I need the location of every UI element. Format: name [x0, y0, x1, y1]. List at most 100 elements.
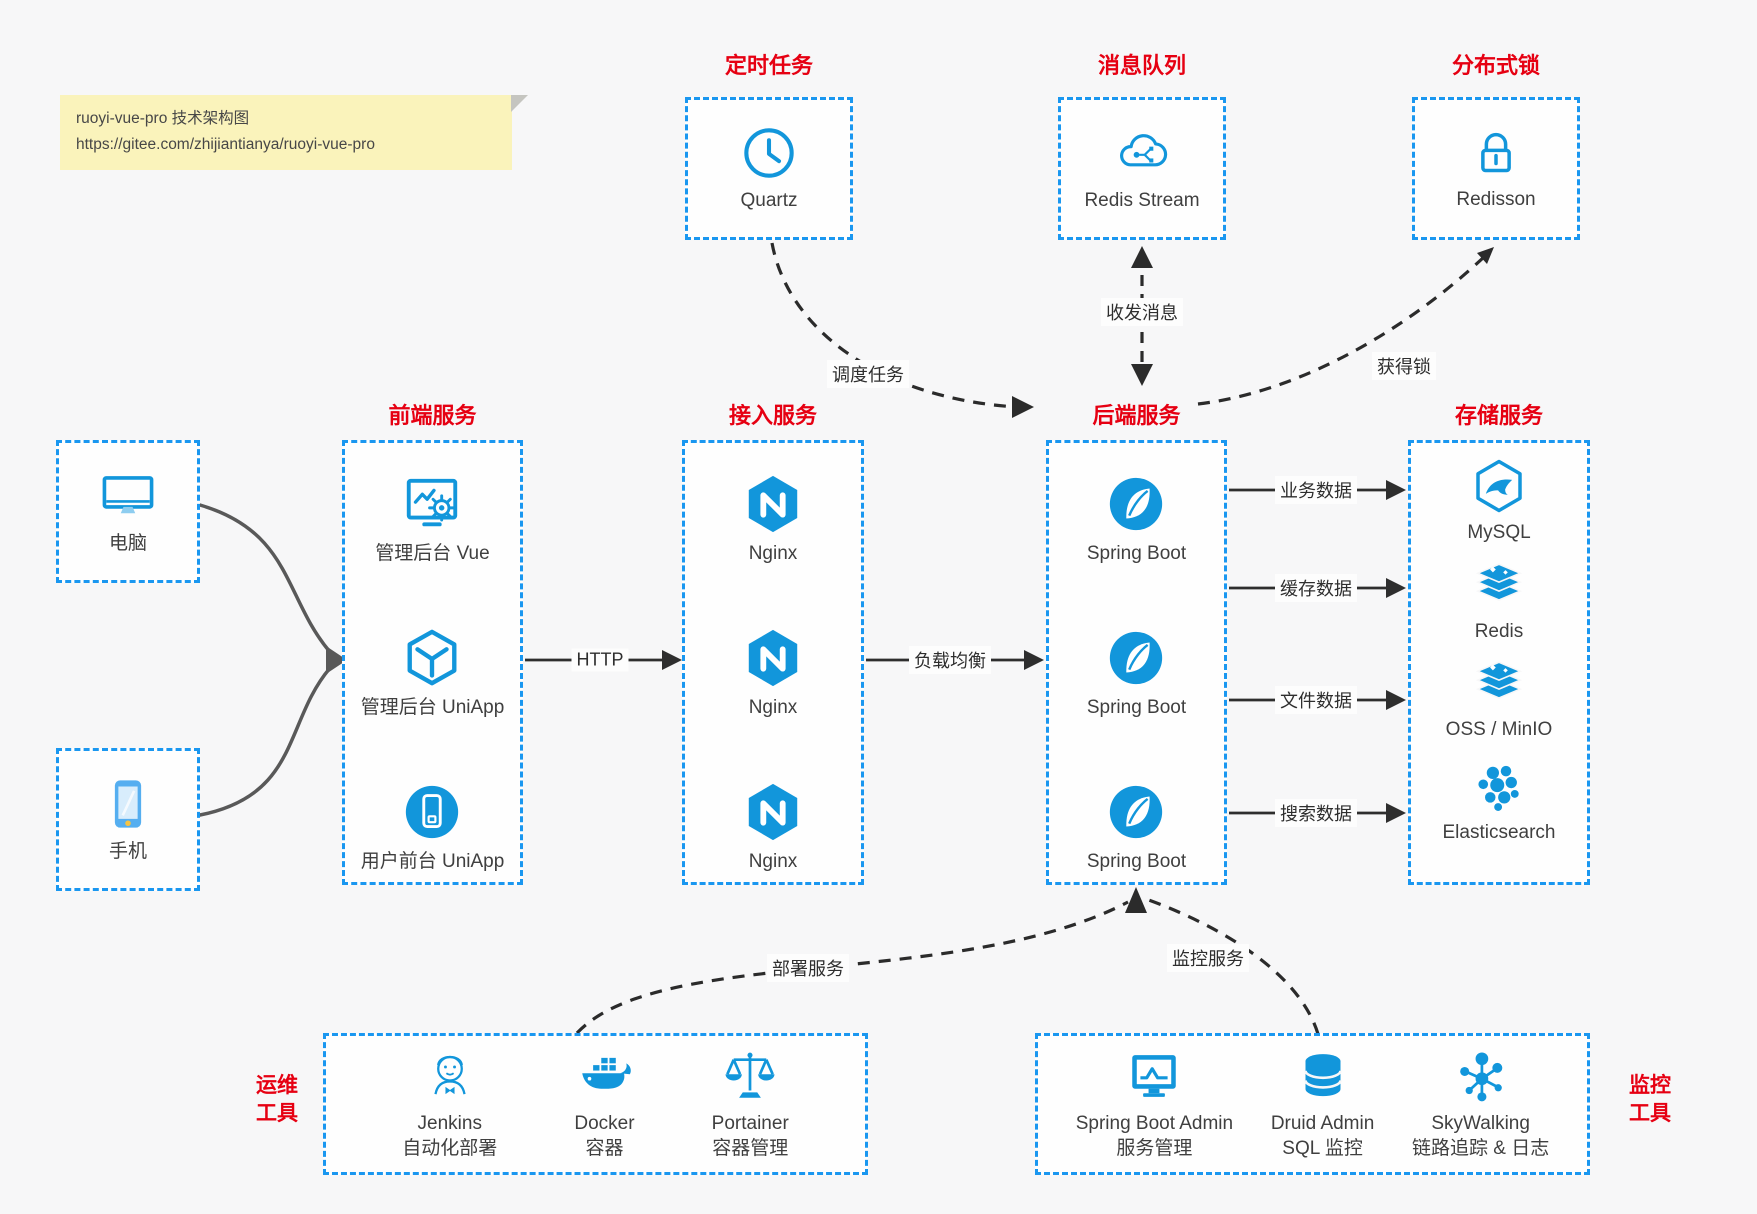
jenkins-desc: 自动化部署 — [402, 1138, 498, 1159]
redis-stream-cloud-icon — [1120, 134, 1168, 167]
user-uniapp-phone-circle-icon — [406, 785, 459, 839]
ops-label-line2: 工具 — [256, 1102, 298, 1126]
admin-uniapp-cube-icon — [408, 629, 457, 686]
scheduler-item: Quartz — [740, 124, 798, 213]
sba-name: Spring Boot Admin — [1075, 1112, 1234, 1134]
redis-stream-label: Redis Stream — [1084, 189, 1200, 211]
edge-label-monitor: 监控服务 — [1167, 944, 1249, 972]
nginx-label: Nginx — [748, 543, 798, 564]
storage-item-oss: OSS / MinIO — [1445, 659, 1553, 742]
druid-name: Druid Admin — [1270, 1112, 1375, 1134]
frontend-title: 前端服务 — [388, 403, 477, 428]
smartphone-icon — [114, 780, 142, 828]
druid-desc: SQL 监控 — [1282, 1138, 1363, 1159]
scheduler-title: 定时任务 — [724, 53, 813, 78]
mysql-label: MySQL — [1467, 522, 1531, 544]
monitoring-label-line2: 工具 — [1629, 1102, 1671, 1126]
monitoring-item-druid: Druid Admin SQL 监控 — [1271, 1047, 1375, 1161]
arrow-pc-to-frontend — [198, 503, 332, 817]
spring-boot-label: Spring Boot — [1086, 850, 1187, 872]
backend-box: Spring Boot Spring Boot Spring Boot — [1046, 440, 1227, 885]
skywalking-desc: 链路追踪 & 日志 — [1412, 1138, 1550, 1159]
storage-box: MySQL Redis — [1408, 440, 1590, 885]
druid-label: Druid Admin SQL 监控 — [1271, 1111, 1375, 1161]
user-uniapp-label: 用户前台 UniApp — [360, 850, 505, 872]
mq-title: 消息队列 — [1097, 53, 1186, 78]
storage-item-elasticsearch: Elasticsearch — [1443, 758, 1556, 845]
pc-label: 电脑 — [108, 532, 147, 554]
nginx-icon — [748, 629, 798, 687]
storage-title: 存储服务 — [1454, 403, 1543, 428]
quartz-label: Quartz — [740, 189, 798, 211]
storage-item-redis: Redis — [1471, 561, 1527, 644]
backend-item-springboot-3: Spring Boot — [1087, 781, 1186, 874]
spring-boot-icon — [1110, 477, 1163, 531]
portainer-scales-icon — [725, 1052, 775, 1098]
mobile-client-box: 手机 — [56, 748, 200, 891]
elasticsearch-label: Elasticsearch — [1442, 821, 1556, 843]
edge-label-acquire-lock: 获得锁 — [1372, 352, 1436, 380]
storage-item-mysql: MySQL — [1467, 458, 1531, 545]
redisson-lock-icon — [1481, 132, 1511, 173]
docker-label: Docker 容器 — [574, 1111, 634, 1161]
portainer-label: Portainer 容器管理 — [712, 1111, 789, 1161]
gateway-item-nginx-3: Nginx — [742, 781, 804, 874]
ops-tools-box: Jenkins 自动化部署 Docker 容器 — [323, 1033, 868, 1175]
spring-boot-label: Spring Boot — [1086, 543, 1187, 564]
note-url: https://gitee.com/zhijiantianya/ruoyi-vu… — [76, 136, 375, 154]
arrow-monitor — [1145, 897, 1320, 1035]
mobile-client-item: 手机 — [100, 775, 156, 864]
ops-item-docker: Docker 容器 — [573, 1047, 635, 1161]
gateway-item-nginx-1: Nginx — [742, 473, 804, 566]
pc-client-item: 电脑 — [97, 467, 159, 556]
backend-item-springboot-1: Spring Boot — [1087, 473, 1186, 566]
spring-boot-icon — [1110, 785, 1163, 839]
edge-label-message: 收发消息 — [1101, 298, 1183, 326]
mq-box: Redis Stream — [1058, 97, 1226, 240]
lock-box: Redisson — [1412, 97, 1580, 240]
note-title: ruoyi-vue-pro 技术架构图 — [76, 110, 250, 127]
admin-uniapp-label: 管理后台 UniApp — [360, 696, 505, 718]
druid-database-icon — [1303, 1054, 1342, 1097]
nginx-label: Nginx — [748, 696, 798, 718]
skywalking-topology-icon — [1459, 1052, 1502, 1102]
skywalking-label: SkyWalking 链路追踪 & 日志 — [1412, 1111, 1549, 1161]
edge-label-http: HTTP — [571, 648, 629, 672]
frontend-item-admin-vue: 管理后台 Vue — [375, 473, 490, 566]
oss-minio-label: OSS / MinIO — [1445, 719, 1553, 741]
gateway-box: Nginx Nginx Nginx — [682, 440, 864, 885]
arrow-schedule-task — [770, 242, 1034, 418]
monitoring-tools-box: Spring Boot Admin 服务管理 Druid Admin SQL 监… — [1035, 1033, 1590, 1175]
edge-label-file-data: 文件数据 — [1275, 686, 1357, 714]
frontend-item-admin-uniapp: 管理后台 UniApp — [360, 627, 505, 720]
monitoring-item-sba: Spring Boot Admin 服务管理 — [1076, 1047, 1233, 1161]
redis-stack-icon — [1475, 563, 1523, 601]
sba-label: Spring Boot Admin 服务管理 — [1076, 1111, 1233, 1161]
admin-vue-label: 管理后台 Vue — [375, 543, 490, 564]
gateway-title: 接入服务 — [728, 403, 817, 428]
admin-vue-window-gear-icon — [407, 478, 458, 527]
lock-item: Redisson — [1456, 125, 1536, 212]
note-fold-corner — [511, 95, 528, 112]
frontend-box: 管理后台 Vue 管理后台 UniApp 用户前台 UniApp — [342, 440, 523, 885]
arrow-acquire-lock — [1197, 247, 1494, 406]
mobile-label: 手机 — [108, 840, 147, 862]
jenkins-label: Jenkins 自动化部署 — [402, 1111, 497, 1161]
arrow-deploy — [575, 900, 1129, 1035]
oss-minio-stack-icon — [1475, 661, 1523, 700]
jenkins-icon — [434, 1055, 466, 1095]
sba-desc: 服务管理 — [1116, 1138, 1193, 1159]
gateway-item-nginx-2: Nginx — [742, 627, 804, 720]
portainer-name: Portainer — [711, 1112, 789, 1134]
docker-whale-icon — [582, 1057, 632, 1089]
elasticsearch-cluster-icon — [1478, 765, 1519, 811]
ops-label-line1: 运维 — [256, 1074, 298, 1097]
ops-tools-label: 运维 工具 — [237, 1072, 317, 1129]
edge-label-deploy: 部署服务 — [767, 954, 849, 982]
sticky-note: ruoyi-vue-pro 技术架构图 https://gitee.com/zh… — [60, 95, 528, 170]
redis-label: Redis — [1474, 620, 1524, 642]
nginx-icon — [748, 475, 798, 533]
skywalking-name: SkyWalking — [1431, 1112, 1530, 1134]
docker-desc: 容器 — [585, 1138, 624, 1159]
